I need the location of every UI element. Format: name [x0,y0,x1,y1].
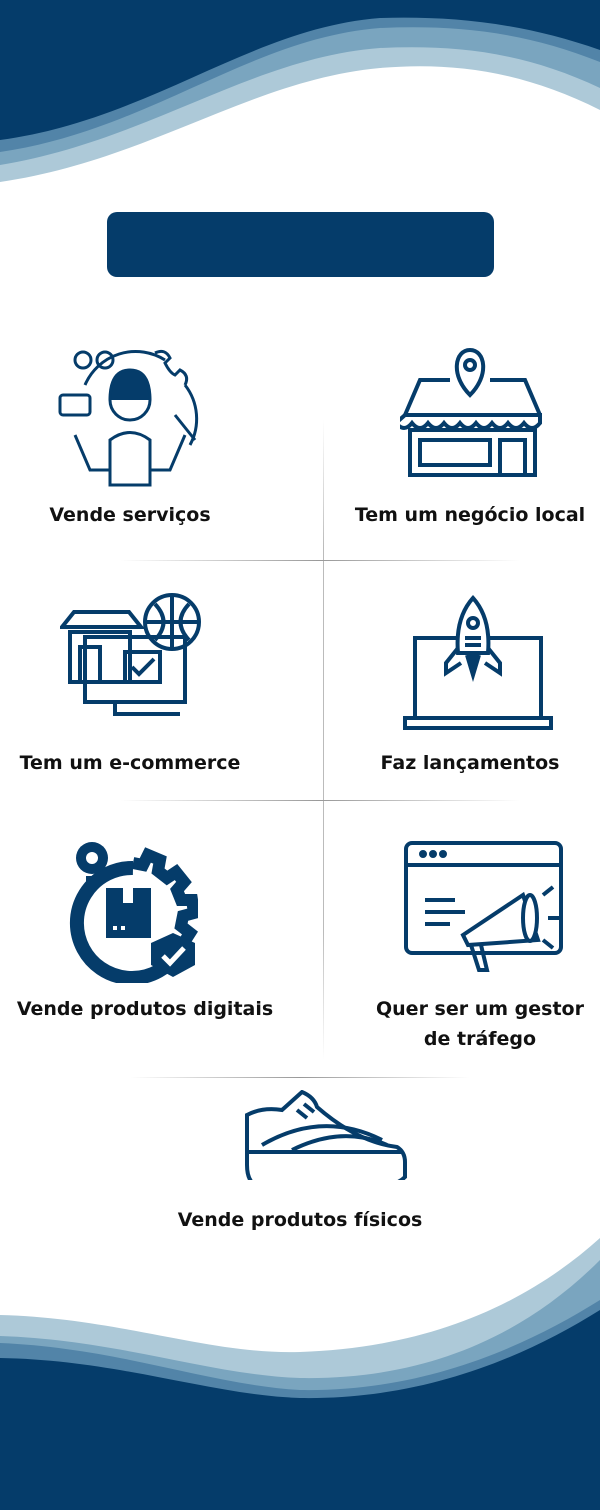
customer-service-icon [58,349,199,487]
item-label-traffic-manager-line2: de tráfego [423,1028,537,1050]
bottom-wave-decoration [0,1238,600,1510]
item-label-traffic-manager: Quer ser um gestor [376,998,584,1020]
top-wave-decoration [0,0,600,182]
horizontal-divider [130,1077,470,1078]
item-label-ecommerce: Tem um e-commerce [19,752,241,774]
megaphone-browser-icon [404,841,563,972]
item-label-local-business: Tem um negócio local [354,504,586,526]
title-banner [107,212,494,277]
sneaker-icon [245,1090,407,1180]
digital-product-icon [69,842,198,983]
item-label-physical-products: Vende produtos físicos [177,1209,423,1231]
item-label-digital-products: Vende produtos digitais [16,998,274,1020]
vertical-divider [323,420,324,1060]
horizontal-divider [120,560,520,561]
item-label-launches: Faz lançamentos [380,752,560,774]
item-label-services: Vende serviços [49,504,211,526]
ecommerce-icon [60,593,201,716]
local-store-icon [400,347,542,477]
horizontal-divider [120,800,520,801]
rocket-laptop-icon [403,595,553,730]
